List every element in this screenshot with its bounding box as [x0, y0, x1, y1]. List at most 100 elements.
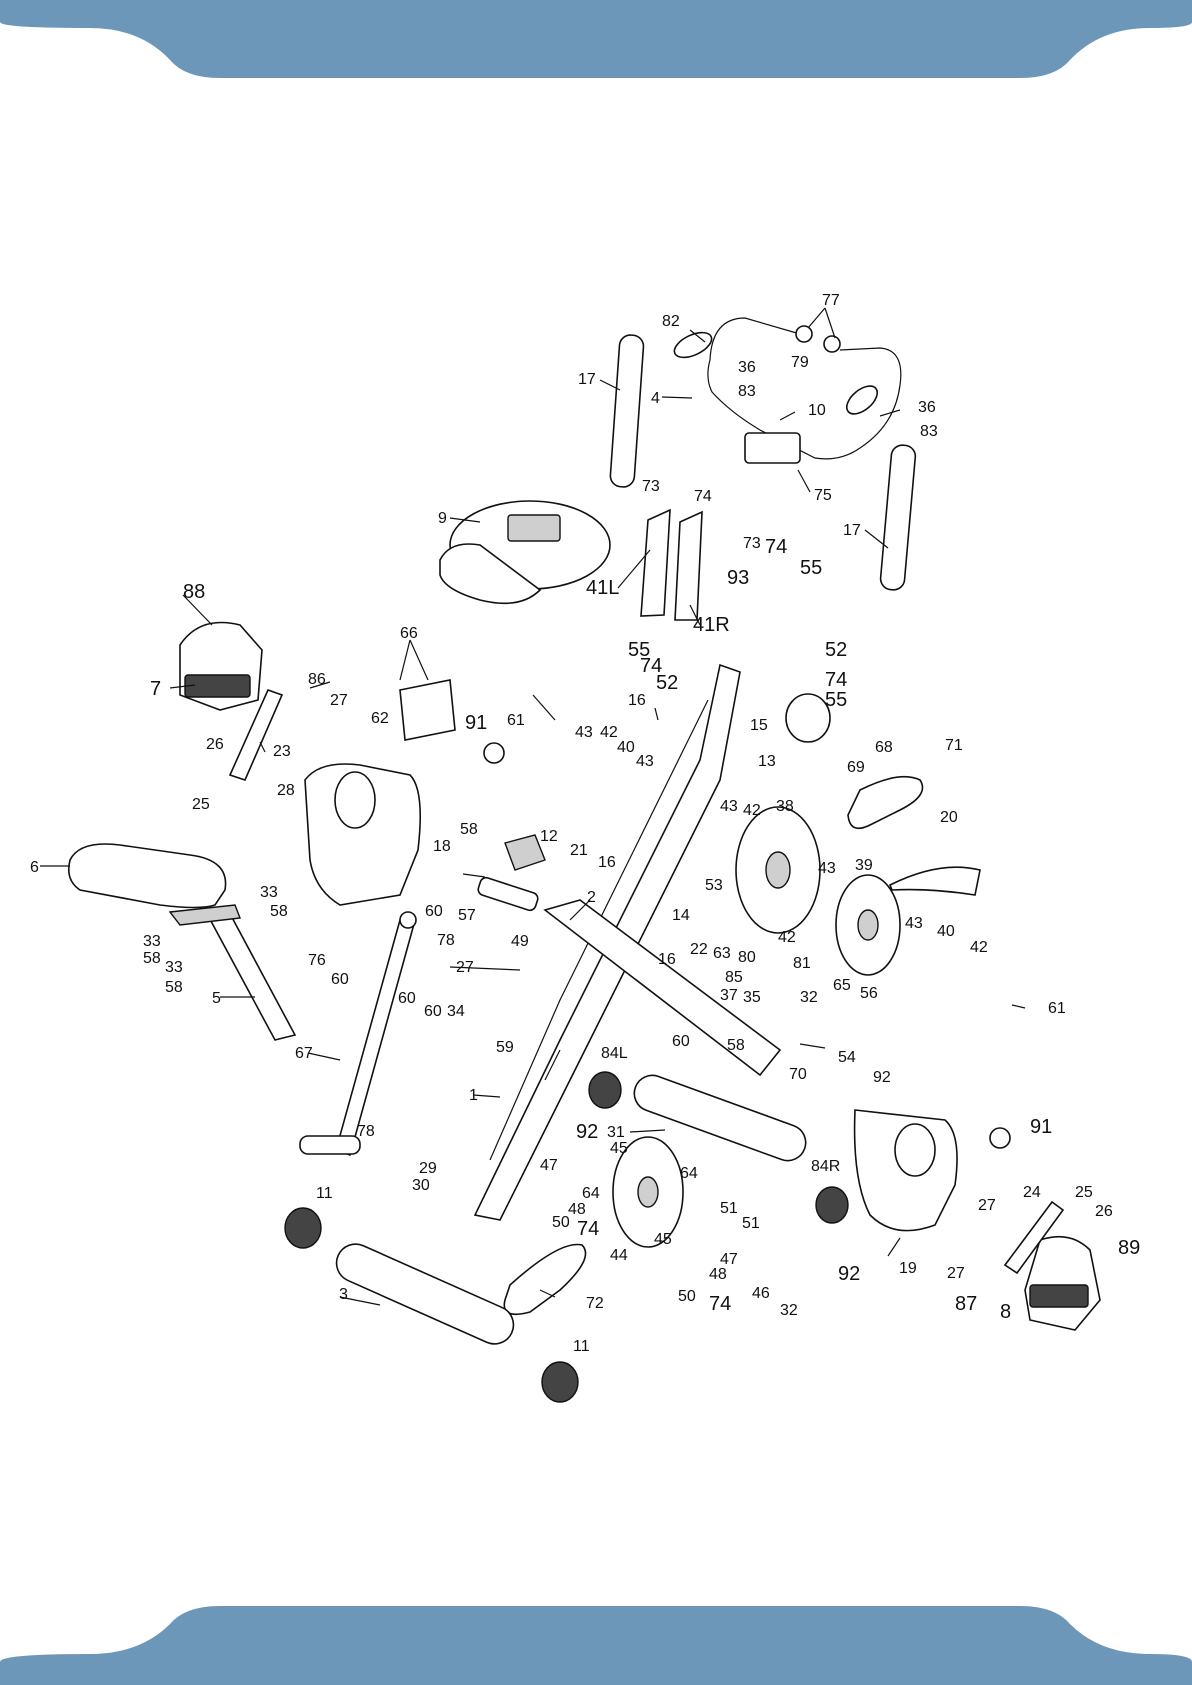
handlebar-post-left [609, 334, 645, 488]
callout-83: 83 [738, 383, 756, 400]
callout-54: 54 [838, 1049, 856, 1066]
callout-60: 60 [331, 971, 349, 988]
callout-60: 60 [425, 903, 443, 920]
callout-49: 49 [511, 933, 529, 950]
chain-cover-right-hub [894, 1123, 936, 1177]
callout-70: 70 [789, 1066, 807, 1083]
brace-foot [299, 1135, 361, 1155]
washer-91-a [483, 742, 505, 764]
callout-30: 30 [412, 1177, 430, 1194]
pedal-right [1024, 1235, 1101, 1331]
callout-27: 27 [456, 959, 474, 976]
footer-band [0, 1606, 1192, 1685]
seat-cushion [67, 843, 227, 909]
callout-55: 55 [628, 639, 650, 661]
footer-band-shape [0, 1606, 1192, 1685]
callout-56: 56 [860, 985, 878, 1002]
callout-53: 53 [705, 877, 723, 894]
callout-74: 74 [765, 536, 787, 558]
callout-29: 29 [419, 1160, 437, 1177]
callout-33: 33 [165, 959, 183, 976]
callout-84R: 84R [811, 1158, 840, 1175]
callout-78: 78 [437, 932, 455, 949]
callout-43: 43 [720, 798, 738, 815]
callout-82: 82 [662, 313, 680, 330]
callout-80: 80 [738, 949, 756, 966]
callout-50: 50 [552, 1214, 570, 1231]
callout-58: 58 [460, 821, 478, 838]
callout-45: 45 [654, 1231, 672, 1248]
callout-91: 91 [1030, 1116, 1052, 1138]
callout-38: 38 [776, 798, 794, 815]
callout-93: 93 [727, 567, 749, 589]
callout-2: 2 [587, 889, 596, 906]
tension-knob [785, 693, 831, 743]
callout-41L: 41L [586, 577, 619, 599]
callout-66: 66 [400, 625, 418, 642]
callout-67: 67 [295, 1045, 313, 1062]
callout-58: 58 [727, 1037, 745, 1054]
callout-92: 92 [576, 1121, 598, 1143]
callout-27: 27 [947, 1265, 965, 1282]
callout-36: 36 [738, 359, 756, 376]
callout-14: 14 [672, 907, 690, 924]
callout-79: 79 [791, 354, 809, 371]
callout-9: 9 [438, 510, 447, 527]
callout-63: 63 [713, 945, 731, 962]
crank-right [1003, 1200, 1065, 1275]
callout-71: 71 [945, 737, 963, 754]
callout-55: 55 [800, 557, 822, 579]
chain-cover-left-hub [334, 771, 376, 829]
callout-64: 64 [680, 1165, 698, 1182]
callout-34: 34 [447, 1003, 465, 1020]
main-frame [473, 663, 741, 1221]
callout-39: 39 [855, 857, 873, 874]
callout-57: 57 [458, 907, 476, 924]
callout-1: 1 [469, 1087, 478, 1104]
callout-74: 74 [577, 1218, 599, 1240]
handlebar-post-right [879, 444, 917, 591]
callout-45: 45 [610, 1140, 628, 1157]
pulley-39-hub [857, 909, 879, 941]
brace-67 [335, 919, 415, 1157]
callout-42: 42 [778, 929, 796, 946]
callout-labels: 77 82 79 17 36 83 4 10 36 83 75 73 74 17… [30, 292, 1140, 1355]
callout-86: 86 [308, 671, 326, 688]
callout-27: 27 [978, 1197, 996, 1214]
leader-lines [40, 307, 1026, 1306]
callout-92: 92 [838, 1263, 860, 1285]
callout-74: 74 [694, 488, 712, 505]
parts-layer [67, 317, 1101, 1403]
belt-72 [503, 1243, 587, 1316]
flywheel-hub [765, 851, 791, 889]
callout-87: 87 [955, 1293, 977, 1315]
callout-65: 65 [833, 977, 851, 994]
callout-28: 28 [277, 782, 295, 799]
pedal-left-tread [184, 674, 251, 698]
callout-32: 32 [780, 1302, 798, 1319]
seat-bracket [168, 904, 241, 926]
callout-5: 5 [212, 990, 221, 1007]
callout-18: 18 [433, 838, 451, 855]
callout-33: 33 [143, 933, 161, 950]
front-stabilizer [633, 1074, 807, 1162]
callout-42: 42 [743, 802, 761, 819]
callout-60: 60 [424, 1003, 442, 1020]
callout-40: 40 [937, 923, 955, 940]
callout-31: 31 [607, 1124, 625, 1141]
callout-42: 42 [970, 939, 988, 956]
callout-4: 4 [651, 390, 660, 407]
callout-43: 43 [575, 724, 593, 741]
callout-11: 11 [316, 1185, 333, 1202]
header-band [0, 0, 1192, 78]
handlebar-clamp [744, 432, 801, 464]
callout-16: 16 [658, 951, 676, 968]
callout-62: 62 [371, 710, 389, 727]
callout-47: 47 [540, 1157, 558, 1174]
end-cap-a [795, 325, 813, 343]
callout-27: 27 [330, 692, 348, 709]
crank-left [228, 688, 284, 781]
foot-84L [588, 1071, 622, 1109]
callout-26: 26 [206, 736, 224, 753]
